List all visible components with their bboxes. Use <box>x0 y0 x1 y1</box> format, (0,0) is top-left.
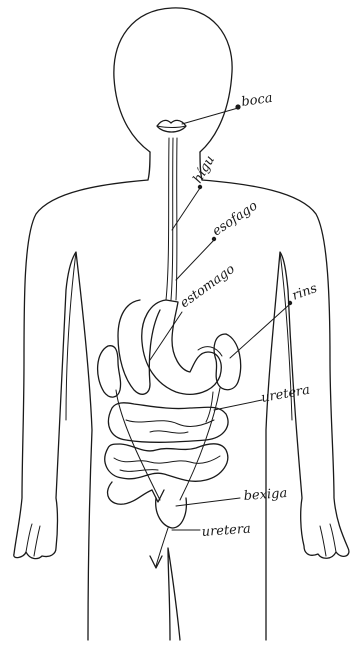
left-hand-fingers <box>26 524 40 556</box>
esophagus <box>166 138 177 300</box>
label-boca: boca <box>240 91 273 110</box>
left-side-outline <box>14 180 148 640</box>
label-esofago: esofago <box>210 198 261 239</box>
labels: boca hígu esofago estomago rins uretera … <box>178 91 320 540</box>
mouth <box>157 120 186 132</box>
stomach <box>142 300 222 394</box>
inner-legs <box>168 548 180 640</box>
label-uretera-lower: uretera <box>201 522 251 540</box>
right-hand-fingers <box>320 524 336 556</box>
neck-left <box>148 152 150 180</box>
label-rins: rins <box>290 281 319 304</box>
right-kidney <box>214 334 241 390</box>
left-kidney <box>98 346 121 397</box>
label-bexiga: bexiga <box>243 486 288 504</box>
body-outline <box>14 8 349 640</box>
small-intestine <box>105 444 228 504</box>
liver <box>118 300 160 394</box>
head-outline <box>114 8 232 152</box>
leader-lines <box>150 104 292 530</box>
right-side-outline <box>202 180 349 640</box>
label-uretera-upper: uretera <box>260 383 311 406</box>
